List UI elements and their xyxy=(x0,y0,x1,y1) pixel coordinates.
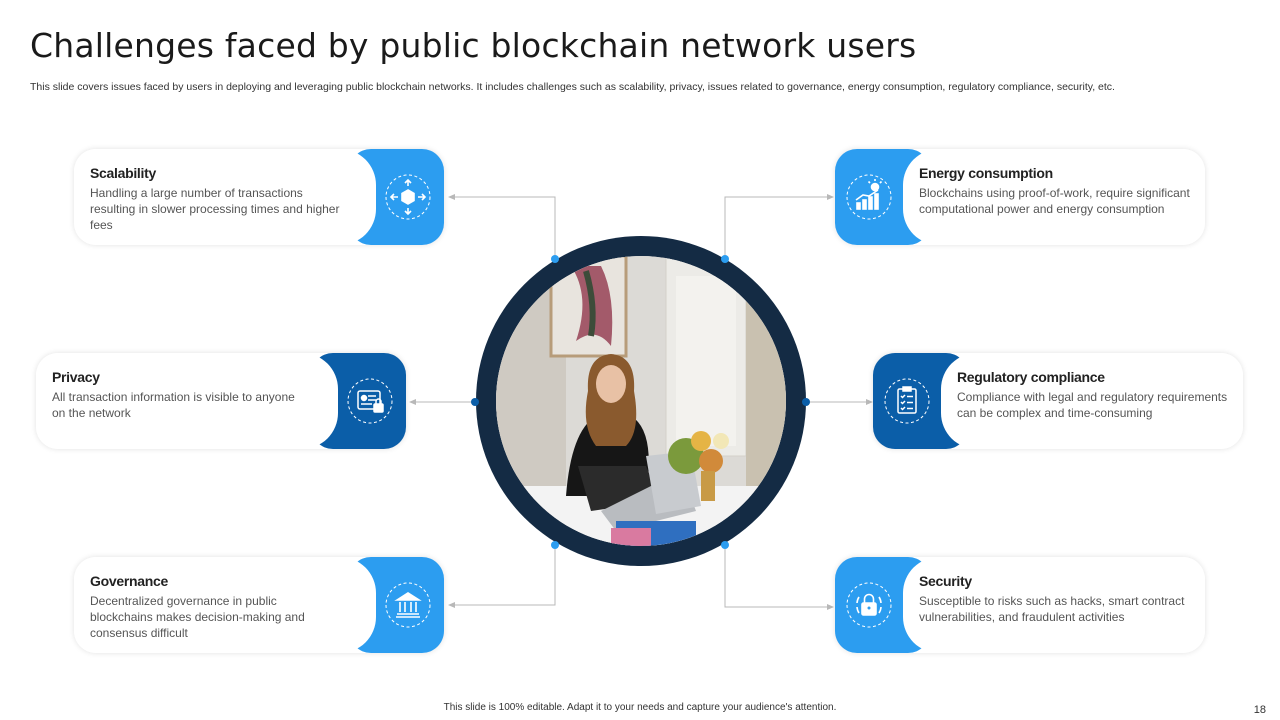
footer-note: This slide is 100% editable. Adapt it to… xyxy=(443,702,837,713)
card-title: Regulatory compliance xyxy=(957,369,1105,385)
padlock-icon xyxy=(845,581,893,629)
connector-governance xyxy=(452,545,556,606)
card-description: Handling a large number of transactions … xyxy=(90,186,340,232)
card-description: Blockchains using proof-of-work, require… xyxy=(919,186,1190,216)
government-building-icon xyxy=(384,581,432,629)
card-description: Compliance with legal and regulatory req… xyxy=(957,390,1228,420)
cube-arrows-icon xyxy=(384,173,432,221)
checklist-icon xyxy=(883,377,931,425)
card-governance: Governance Decentralized governance in p… xyxy=(74,557,444,653)
connector-security xyxy=(724,545,830,608)
card-description: Susceptible to risks such as hacks, smar… xyxy=(919,594,1185,624)
card-scalability: Scalability Handling a large number of t… xyxy=(74,149,444,245)
id-card-lock-icon xyxy=(346,377,394,425)
card-energy: Energy consumption Blockchains using pro… xyxy=(835,149,1205,245)
card-description: All transaction information is visible t… xyxy=(52,390,295,420)
lightbulb-growth-icon xyxy=(845,173,893,221)
slide-title: Challenges faced by public blockchain ne… xyxy=(30,26,917,65)
card-regulatory: Regulatory compliance Compliance with le… xyxy=(873,353,1243,449)
card-privacy: Privacy All transaction information is v… xyxy=(36,353,406,449)
card-title: Governance xyxy=(90,573,168,589)
card-title: Privacy xyxy=(52,369,100,385)
connector-energy xyxy=(724,196,830,258)
connector-scalability xyxy=(452,196,556,258)
slide-subtitle: This slide covers issues faced by users … xyxy=(30,81,1115,93)
card-title: Security xyxy=(919,573,972,589)
card-security: Security Susceptible to risks such as ha… xyxy=(835,557,1205,653)
card-title: Energy consumption xyxy=(919,165,1053,181)
card-description: Decentralized governance in public block… xyxy=(90,594,305,640)
page-number: 18 xyxy=(1253,704,1266,716)
card-title: Scalability xyxy=(90,165,156,181)
